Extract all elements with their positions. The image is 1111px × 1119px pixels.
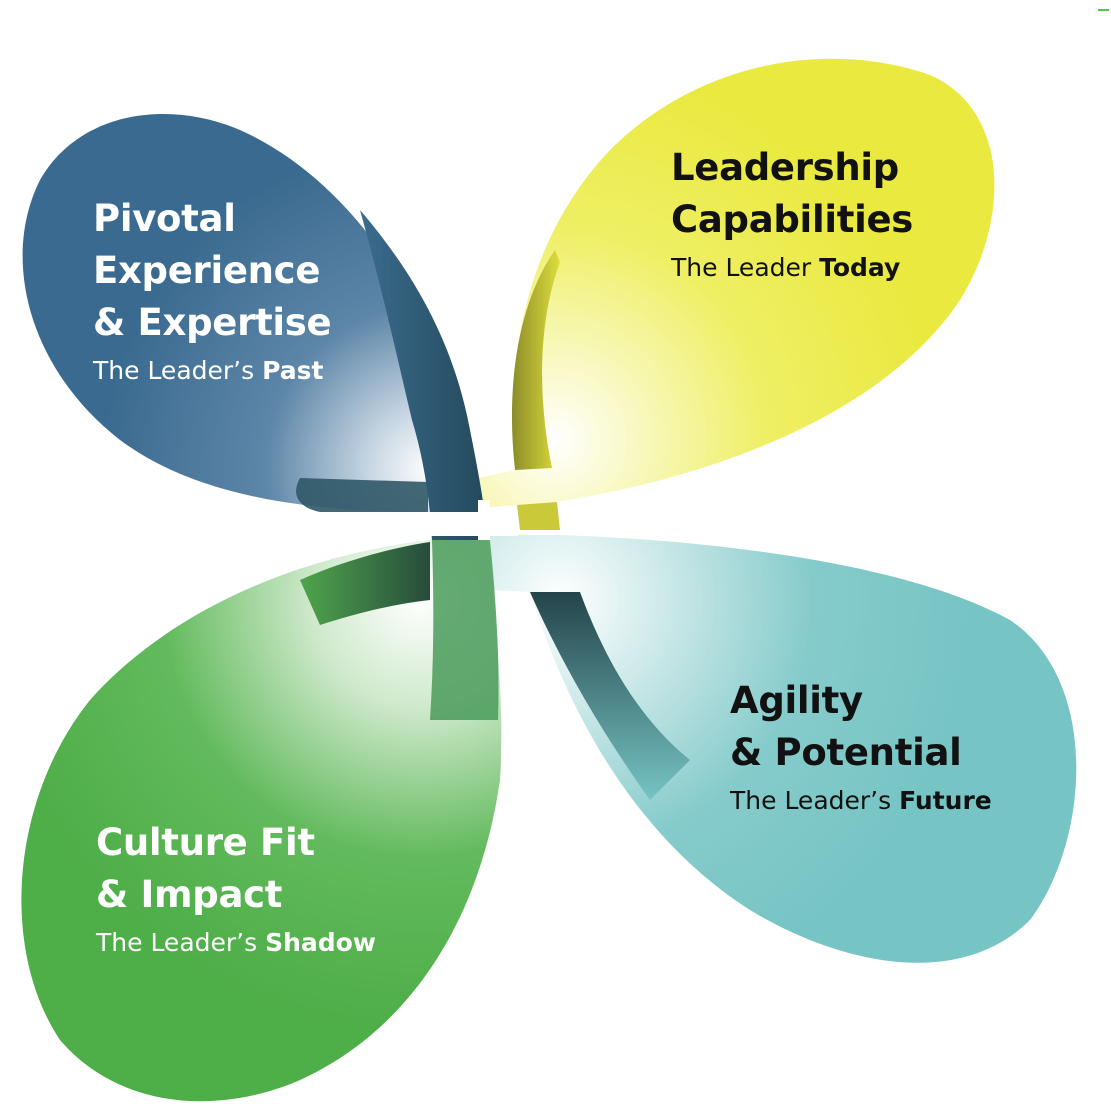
petal-today-shape <box>478 58 995 509</box>
today-subtitle-emphasis: Today <box>819 253 901 282</box>
past-subtitle-prefix: The Leader’s <box>93 356 263 385</box>
future-title-line: & Potential <box>730 731 962 774</box>
today-subtitle: The Leader Today <box>671 252 913 284</box>
petal-future-stem <box>530 592 690 800</box>
today-title-line: Leadership <box>671 146 899 189</box>
petal-past-band <box>296 478 428 512</box>
future-title: Agility & Potential <box>730 675 992 779</box>
petal-shadow-stem <box>300 542 430 625</box>
petal-shadow-shape <box>21 540 502 1102</box>
past-subtitle: The Leader’s Past <box>93 355 331 387</box>
petal-past <box>22 114 488 542</box>
past-subtitle-emphasis: Past <box>262 356 324 385</box>
future-subtitle-prefix: The Leader’s <box>730 786 900 815</box>
center-gap-v <box>478 500 490 540</box>
shadow-title: Culture Fit & Impact <box>96 817 376 921</box>
future-title-line: Agility <box>730 679 863 722</box>
petal-past-stem <box>360 210 488 542</box>
today-title: Leadership Capabilities <box>671 142 913 246</box>
petal-future <box>490 535 1077 963</box>
future-subtitle: The Leader’s Future <box>730 785 992 817</box>
past-title-line: & Expertise <box>93 301 332 344</box>
label-past: Pivotal Experience & Expertise The Leade… <box>93 193 332 387</box>
past-title-line: Pivotal <box>93 197 236 240</box>
petal-today-base <box>517 502 560 530</box>
shadow-subtitle: The Leader’s Shadow <box>96 927 376 959</box>
petal-past-shape <box>22 114 483 536</box>
past-title: Pivotal Experience & Expertise <box>93 193 332 349</box>
today-title-line: Capabilities <box>671 198 913 241</box>
petal-today <box>478 58 995 530</box>
label-today: Leadership Capabilities The Leader Today <box>671 142 913 284</box>
label-future: Agility & Potential The Leader’s Future <box>730 675 992 817</box>
petal-future-shape <box>490 535 1077 963</box>
corner-mark <box>1098 9 1109 11</box>
petal-today-stem <box>511 250 560 470</box>
past-title-line: Experience <box>93 249 321 292</box>
future-subtitle-emphasis: Future <box>899 786 992 815</box>
shadow-subtitle-emphasis: Shadow <box>265 928 376 957</box>
shadow-subtitle-prefix: The Leader’s <box>96 928 266 957</box>
shadow-title-line: & Impact <box>96 873 283 916</box>
today-subtitle-prefix: The Leader <box>671 253 820 282</box>
petal-shadow <box>21 540 502 1102</box>
petal-shadow-center-band <box>430 540 499 720</box>
center-gap-h <box>428 512 518 536</box>
label-shadow: Culture Fit & Impact The Leader’s Shadow <box>96 817 376 959</box>
shadow-title-line: Culture Fit <box>96 821 315 864</box>
